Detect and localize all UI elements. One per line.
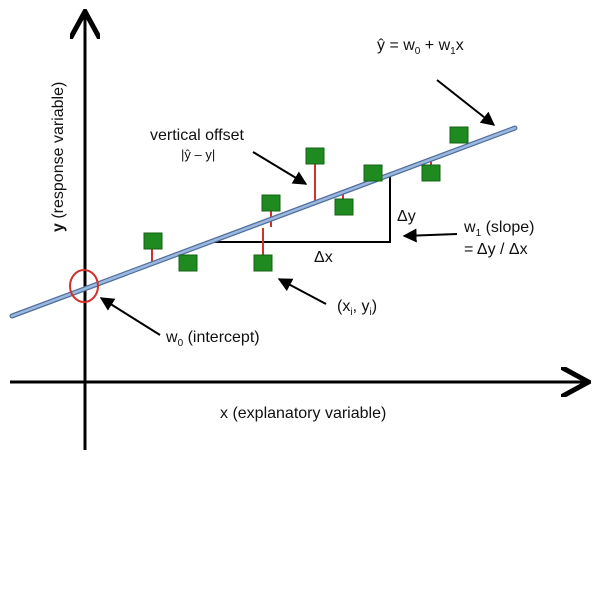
x-axis-label: x (explanatory variable) xyxy=(220,405,386,422)
data-point xyxy=(363,164,383,182)
data-point xyxy=(261,194,281,212)
delta-y-label: Δy xyxy=(397,208,416,225)
arrow-intercept xyxy=(99,297,161,336)
intercept-circle xyxy=(69,269,99,303)
vertical-offset-formula: |ŷ – y| xyxy=(181,147,215,162)
slope-label: w1 (slope) xyxy=(463,219,534,239)
delta-x-label: Δx xyxy=(314,249,333,266)
arrow-slope xyxy=(402,228,458,243)
data-points xyxy=(143,126,469,272)
arrow-vertical-offset xyxy=(252,151,308,185)
data-point xyxy=(449,126,469,144)
arrow-equation xyxy=(436,79,496,126)
data-point xyxy=(421,164,441,182)
data-point xyxy=(305,147,325,165)
vertical-offset-label: vertical offset xyxy=(150,127,245,144)
point-label: (xi, yi) xyxy=(337,298,377,318)
intercept-label: w0 (intercept) xyxy=(165,329,260,349)
delta-bracket xyxy=(205,177,391,243)
y-axis-label: y (response variable) xyxy=(50,82,67,232)
regression-line xyxy=(10,126,517,318)
equation-label: ŷ = w0 + w1x xyxy=(377,37,464,57)
data-point xyxy=(253,254,273,272)
data-point xyxy=(143,232,163,250)
slope-formula: = Δy / Δx xyxy=(464,241,528,258)
data-point xyxy=(334,198,354,216)
arrow-point xyxy=(277,278,327,305)
data-point xyxy=(178,254,198,272)
